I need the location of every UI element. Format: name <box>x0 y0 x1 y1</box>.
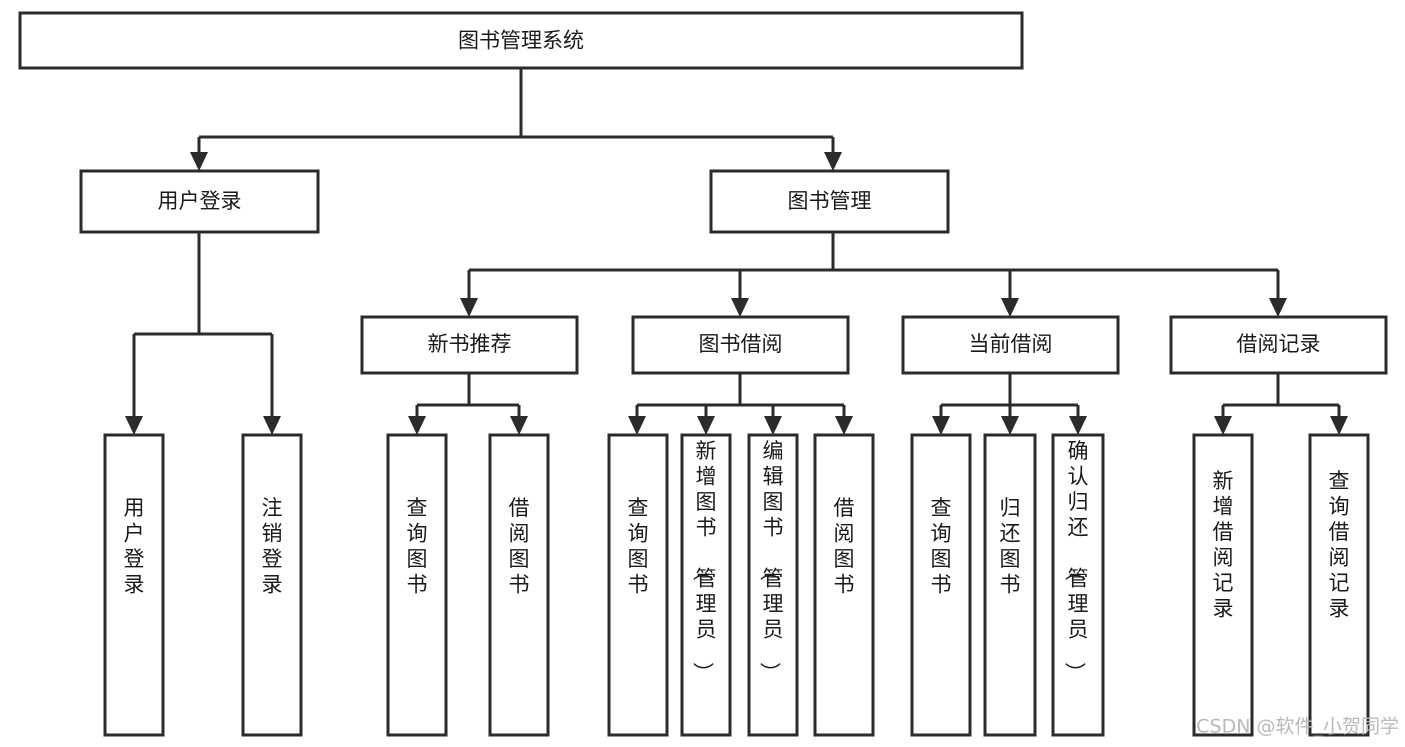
arrow-bb-l3 <box>764 416 782 435</box>
node-book-borrow[interactable]: 图书借阅 <box>631 315 850 375</box>
node-leaf-query-book-3[interactable]: 查询图书 <box>910 433 972 737</box>
node-root-box[interactable] <box>18 11 1024 70</box>
node-book-manage[interactable]: 图书管理 <box>709 169 950 234</box>
node-leaf-borrow-book-1[interactable]: 借阅图书 <box>488 433 550 737</box>
arrow-bm-c2 <box>731 298 749 317</box>
arrow-user-login-l2 <box>263 416 281 435</box>
node-leaf-user-logout-box[interactable] <box>241 433 303 737</box>
node-leaf-borrow-book-1-label: 借阅图书 <box>509 496 530 597</box>
node-book-manage-label: 图书管理 <box>788 189 872 213</box>
node-leaf-query-record-box[interactable] <box>1308 433 1370 737</box>
node-leaf-query-book-2-box[interactable] <box>607 433 669 737</box>
node-leaf-user-logout[interactable]: 注销登录 <box>241 433 303 737</box>
node-leaf-edit-book[interactable]: 编辑图书（管理员） <box>747 433 799 737</box>
node-new-book-recommend-box[interactable] <box>360 315 579 375</box>
node-leaf-query-book-2-label: 查询图书 <box>628 496 649 597</box>
node-leaf-borrow-book-2-box[interactable] <box>813 433 875 737</box>
node-borrow-record-box[interactable] <box>1169 315 1388 375</box>
arrow-cb-l1 <box>932 416 950 435</box>
arrow-bm-c3 <box>1001 298 1019 317</box>
arrow-bb-l2 <box>697 416 715 435</box>
node-borrow-record[interactable]: 借阅记录 <box>1169 315 1388 375</box>
node-root[interactable]: 图书管理系统 <box>18 11 1024 70</box>
node-user-login-box[interactable] <box>79 169 320 234</box>
arrow-br-l1 <box>1214 416 1232 435</box>
node-leaf-return-book-box[interactable] <box>983 433 1037 737</box>
arrow-bb-l4 <box>835 416 853 435</box>
node-leaf-add-record-label: 新增借阅记录 <box>1213 469 1234 621</box>
node-book-borrow-label: 图书借阅 <box>699 332 783 356</box>
node-leaf-edit-book-label: 编辑图书（管理员） <box>758 439 784 683</box>
node-new-book-recommend[interactable]: 新书推荐 <box>360 315 579 375</box>
node-leaf-query-record-label: 查询借阅记录 <box>1329 469 1350 621</box>
node-root-label: 图书管理系统 <box>458 29 584 53</box>
arrow-cb-l2 <box>1001 416 1019 435</box>
arrow-bm-c4 <box>1269 298 1287 317</box>
arrow-root-to-user-login <box>190 152 208 171</box>
node-leaf-query-book-1-box[interactable] <box>386 433 448 737</box>
node-leaf-add-record[interactable]: 新增借阅记录 <box>1192 433 1254 737</box>
arrow-root-to-book-manage <box>824 152 842 171</box>
arrow-bb-l1 <box>628 416 646 435</box>
node-current-borrow-box[interactable] <box>901 315 1120 375</box>
csdn-watermark: CSDN @软件_小贺同学 <box>1196 716 1399 738</box>
node-leaf-return-book[interactable]: 归还图书 <box>983 433 1037 737</box>
node-leaf-query-book-2[interactable]: 查询图书 <box>607 433 669 737</box>
node-leaf-return-book-label: 归还图书 <box>1000 496 1021 597</box>
node-leaf-query-book-1[interactable]: 查询图书 <box>386 433 448 737</box>
node-user-login-label: 用户登录 <box>158 189 242 213</box>
node-leaf-borrow-book-1-box[interactable] <box>488 433 550 737</box>
arrow-user-login-l1 <box>125 416 143 435</box>
node-leaf-query-record[interactable]: 查询借阅记录 <box>1308 433 1370 737</box>
node-leaf-add-record-box[interactable] <box>1192 433 1254 737</box>
node-leaf-query-book-3-box[interactable] <box>910 433 972 737</box>
arrow-nbr-l1 <box>408 416 426 435</box>
arrow-br-l2 <box>1330 416 1348 435</box>
node-leaf-user-login-label: 用户登录 <box>124 496 145 597</box>
arrow-bm-c1 <box>460 298 478 317</box>
node-leaf-add-book[interactable]: 新增图书（管理员） <box>680 433 732 737</box>
node-leaf-edit-book-box[interactable] <box>747 433 799 737</box>
node-book-borrow-box[interactable] <box>631 315 850 375</box>
node-current-borrow[interactable]: 当前借阅 <box>901 315 1120 375</box>
node-leaf-confirm-return-label: 确认归还（管理员） <box>1063 439 1089 683</box>
node-leaf-confirm-return-box[interactable] <box>1051 433 1105 737</box>
connectors-layer <box>125 68 1348 435</box>
node-leaf-user-login-box[interactable] <box>103 433 165 737</box>
node-leaf-borrow-book-2[interactable]: 借阅图书 <box>813 433 875 737</box>
arrow-cb-l3 <box>1069 416 1087 435</box>
node-book-manage-box[interactable] <box>709 169 950 234</box>
node-current-borrow-label: 当前借阅 <box>969 332 1053 356</box>
node-leaf-add-book-box[interactable] <box>680 433 732 737</box>
node-new-book-recommend-label: 新书推荐 <box>428 332 512 356</box>
node-leaf-query-book-1-label: 查询图书 <box>407 496 428 597</box>
node-leaf-user-login[interactable]: 用户登录 <box>103 433 165 737</box>
node-leaf-user-logout-label: 注销登录 <box>262 496 283 597</box>
arrow-nbr-l2 <box>510 416 528 435</box>
node-user-login[interactable]: 用户登录 <box>79 169 320 234</box>
node-leaf-confirm-return[interactable]: 确认归还（管理员） <box>1051 433 1105 737</box>
node-leaf-add-book-label: 新增图书（管理员） <box>691 439 717 683</box>
node-leaf-borrow-book-2-label: 借阅图书 <box>834 496 855 597</box>
node-leaf-query-book-3-label: 查询图书 <box>931 496 952 597</box>
node-borrow-record-label: 借阅记录 <box>1237 332 1321 356</box>
